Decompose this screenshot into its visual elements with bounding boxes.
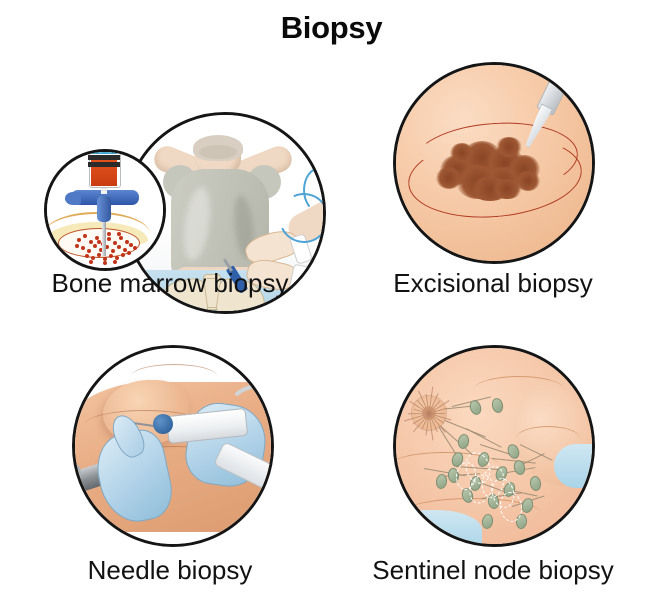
marrow-cell: [83, 234, 87, 238]
excisional-illustration: [393, 62, 595, 264]
marrow-cell: [125, 240, 129, 244]
lesion-pigment-patch: [496, 137, 522, 157]
lesion-pigment-patch: [492, 179, 522, 199]
marrow-cell: [107, 232, 111, 236]
marrow-cell: [133, 246, 137, 250]
marrow-cell: [127, 251, 131, 255]
marrow-cell: [113, 241, 117, 245]
marrow-cell: [103, 257, 107, 261]
page-title: Biopsy: [280, 10, 383, 45]
marrow-cell: [111, 249, 115, 253]
syringe-collar: [91, 152, 117, 154]
marrow-cell: [113, 260, 117, 264]
panel-sentinel-node: Sentinel node biopsy: [323, 333, 663, 598]
caption-excisional: Excisional biopsy: [393, 268, 593, 298]
marrow-cell: [119, 236, 123, 240]
syringe-nozzle: [101, 184, 107, 194]
marrow-cell: [93, 244, 97, 248]
skin-fold-1: [85, 410, 205, 439]
marrow-cell: [95, 236, 99, 240]
marrow-cell: [85, 254, 89, 258]
biopsy-device-tip: [153, 414, 173, 434]
pelvis-bones: [137, 274, 287, 311]
pigmented-lesion: [436, 137, 544, 201]
marrow-cell: [107, 237, 111, 241]
skin-fold-2: [95, 446, 255, 483]
marrow-cell: [91, 256, 95, 260]
caption-needle: Needle biopsy: [87, 555, 253, 585]
marrow-cell: [123, 248, 127, 252]
marrow-cell: [89, 240, 93, 244]
marrow-cell: [105, 245, 109, 249]
marrow-cell: [129, 243, 133, 247]
panel-needle: Needle biopsy: [0, 333, 340, 598]
marrow-cell: [121, 253, 125, 257]
iv-tubing-upper: [303, 167, 323, 213]
marrow-cell: [103, 261, 107, 265]
lesion-pigment-patch: [450, 143, 474, 163]
inset-needle-hub: [97, 196, 111, 222]
panel-bone-marrow: Bone marrow biopsy: [0, 50, 340, 314]
bone-marrow-illustration: [124, 112, 326, 314]
marrow-cell: [109, 254, 113, 258]
skin-fold-1: [396, 452, 500, 479]
inset-needle-shaft: [102, 218, 106, 256]
tumor-ray: [429, 413, 445, 415]
patient-hair: [193, 135, 243, 161]
lesion-pigment-patch: [436, 167, 462, 189]
caption-bone-marrow: Bone marrow biopsy: [51, 268, 289, 298]
marrow-cell: [117, 232, 121, 236]
drape-right: [554, 444, 592, 488]
bone-marrow-inset-illustration: [44, 149, 166, 271]
marrow-cell: [97, 253, 101, 257]
aspiration-syringe: [88, 152, 121, 188]
marrow-cell: [115, 256, 119, 260]
skin-fold-3: [474, 376, 564, 403]
skin-fold-3: [131, 364, 217, 389]
lesion-pigment-patch: [516, 171, 540, 191]
sentinel-node-illustration: [393, 345, 595, 547]
caption-sentinel-node: Sentinel node biopsy: [372, 555, 614, 585]
syringe-band-lower: [88, 162, 120, 167]
skin-fold-4: [516, 426, 580, 451]
syringe-band-upper: [88, 155, 120, 160]
marrow-cell: [117, 245, 121, 249]
panel-excisional: Excisional biopsy: [323, 50, 663, 310]
marrow-cell: [89, 260, 93, 264]
marrow-cell: [97, 240, 101, 244]
marrow-cell: [99, 248, 103, 252]
device-cable: [225, 384, 271, 444]
needle-biopsy-illustration: [72, 345, 274, 547]
marrow-cell: [77, 238, 81, 242]
syringe-aspirate: [91, 156, 117, 186]
marrow-cell: [75, 244, 79, 248]
marrow-cell: [87, 249, 91, 253]
marrow-cell: [81, 246, 85, 250]
